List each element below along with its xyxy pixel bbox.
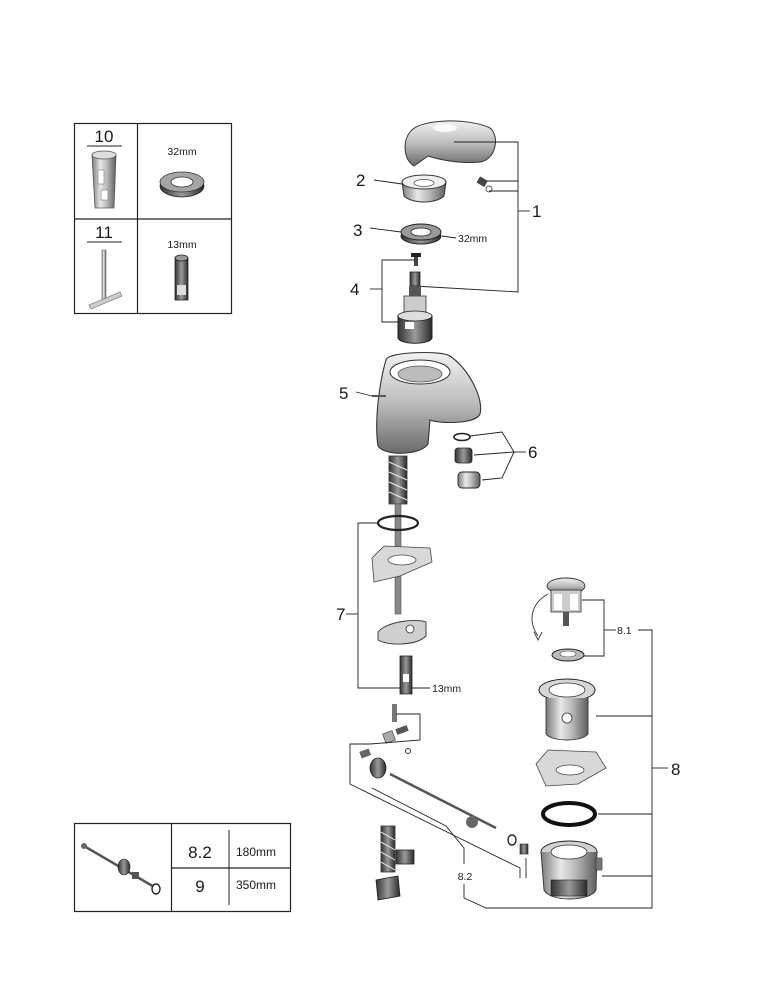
tool-row2-number: 11 (95, 223, 113, 242)
pop-up-linkage (359, 704, 529, 855)
tool-row1-size: 32mm (167, 146, 196, 158)
callout-7: 7 (336, 605, 345, 624)
waste-body-lower (540, 840, 603, 900)
hose-row2-length: 350mm (236, 878, 276, 892)
tool-row2-size: 13mm (167, 239, 196, 251)
callout-5: 5 (339, 384, 348, 403)
callout-1: 1 (532, 202, 541, 221)
callout-4: 4 (350, 280, 359, 299)
waste-seal (541, 801, 597, 827)
callout-3: 3 (353, 221, 362, 240)
connection-hose (375, 825, 415, 901)
hose-row1-length: 180mm (236, 845, 276, 859)
tap-body (372, 352, 482, 454)
callout-8-1: 8.1 (617, 625, 632, 637)
callout-6: 6 (528, 443, 537, 462)
hose-row2-number: 9 (195, 877, 204, 896)
lock-nut (400, 223, 442, 245)
callout-3-size: 32mm (458, 233, 487, 245)
hose-length-box: 8.2 180mm 9 350mm (73, 822, 292, 913)
callout-8-2: 8.2 (458, 871, 473, 883)
waste-body-upper (538, 678, 596, 741)
socket-icon (174, 254, 189, 301)
aerator-set (453, 432, 481, 489)
tool-box: 10 32mm 11 13mm (73, 122, 233, 315)
cartridge (397, 271, 433, 344)
basin-section (535, 749, 607, 787)
tool-row1-number: 10 (95, 127, 114, 146)
screw (411, 253, 421, 266)
lever-handle (404, 120, 496, 193)
locking-ring-icon (159, 171, 205, 198)
cover-cap (401, 174, 447, 203)
callout-8: 8 (671, 760, 680, 779)
grub-screw (476, 176, 493, 193)
cartridge-tool-icon (91, 150, 117, 209)
hose-row1-number: 8.2 (188, 843, 212, 862)
callout-2: 2 (356, 171, 365, 190)
callout-7-size: 13mm (432, 683, 461, 695)
supply-hose (388, 455, 408, 615)
pop-up-plug (531, 577, 586, 662)
fixing-set (371, 514, 433, 695)
pop-up-rod-icon (81, 843, 161, 895)
hex-key-tool-icon (88, 249, 123, 310)
